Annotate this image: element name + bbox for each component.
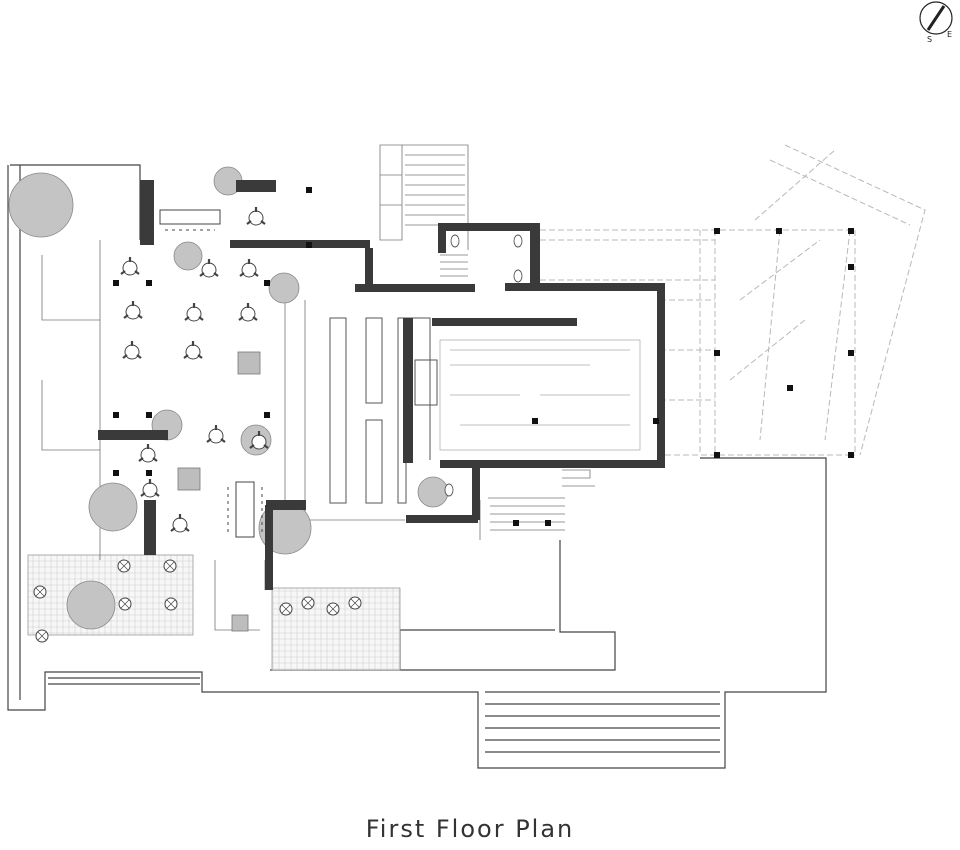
site-outline <box>7 164 827 769</box>
restroom-fixtures <box>444 234 523 497</box>
bar-counters <box>329 317 407 504</box>
long-tables <box>159 209 263 538</box>
north-arrow-icon: S E <box>919 1 953 44</box>
dashed-structure <box>540 144 926 456</box>
plan-title: First Floor Plan <box>365 815 575 843</box>
kitchen-area <box>405 317 641 460</box>
outdoor-deck-south <box>271 587 401 671</box>
walls <box>98 180 665 590</box>
columns <box>113 187 854 526</box>
compass-label-s: S <box>927 35 932 44</box>
square-tables <box>177 351 261 632</box>
compass-label-e: E <box>947 30 952 39</box>
